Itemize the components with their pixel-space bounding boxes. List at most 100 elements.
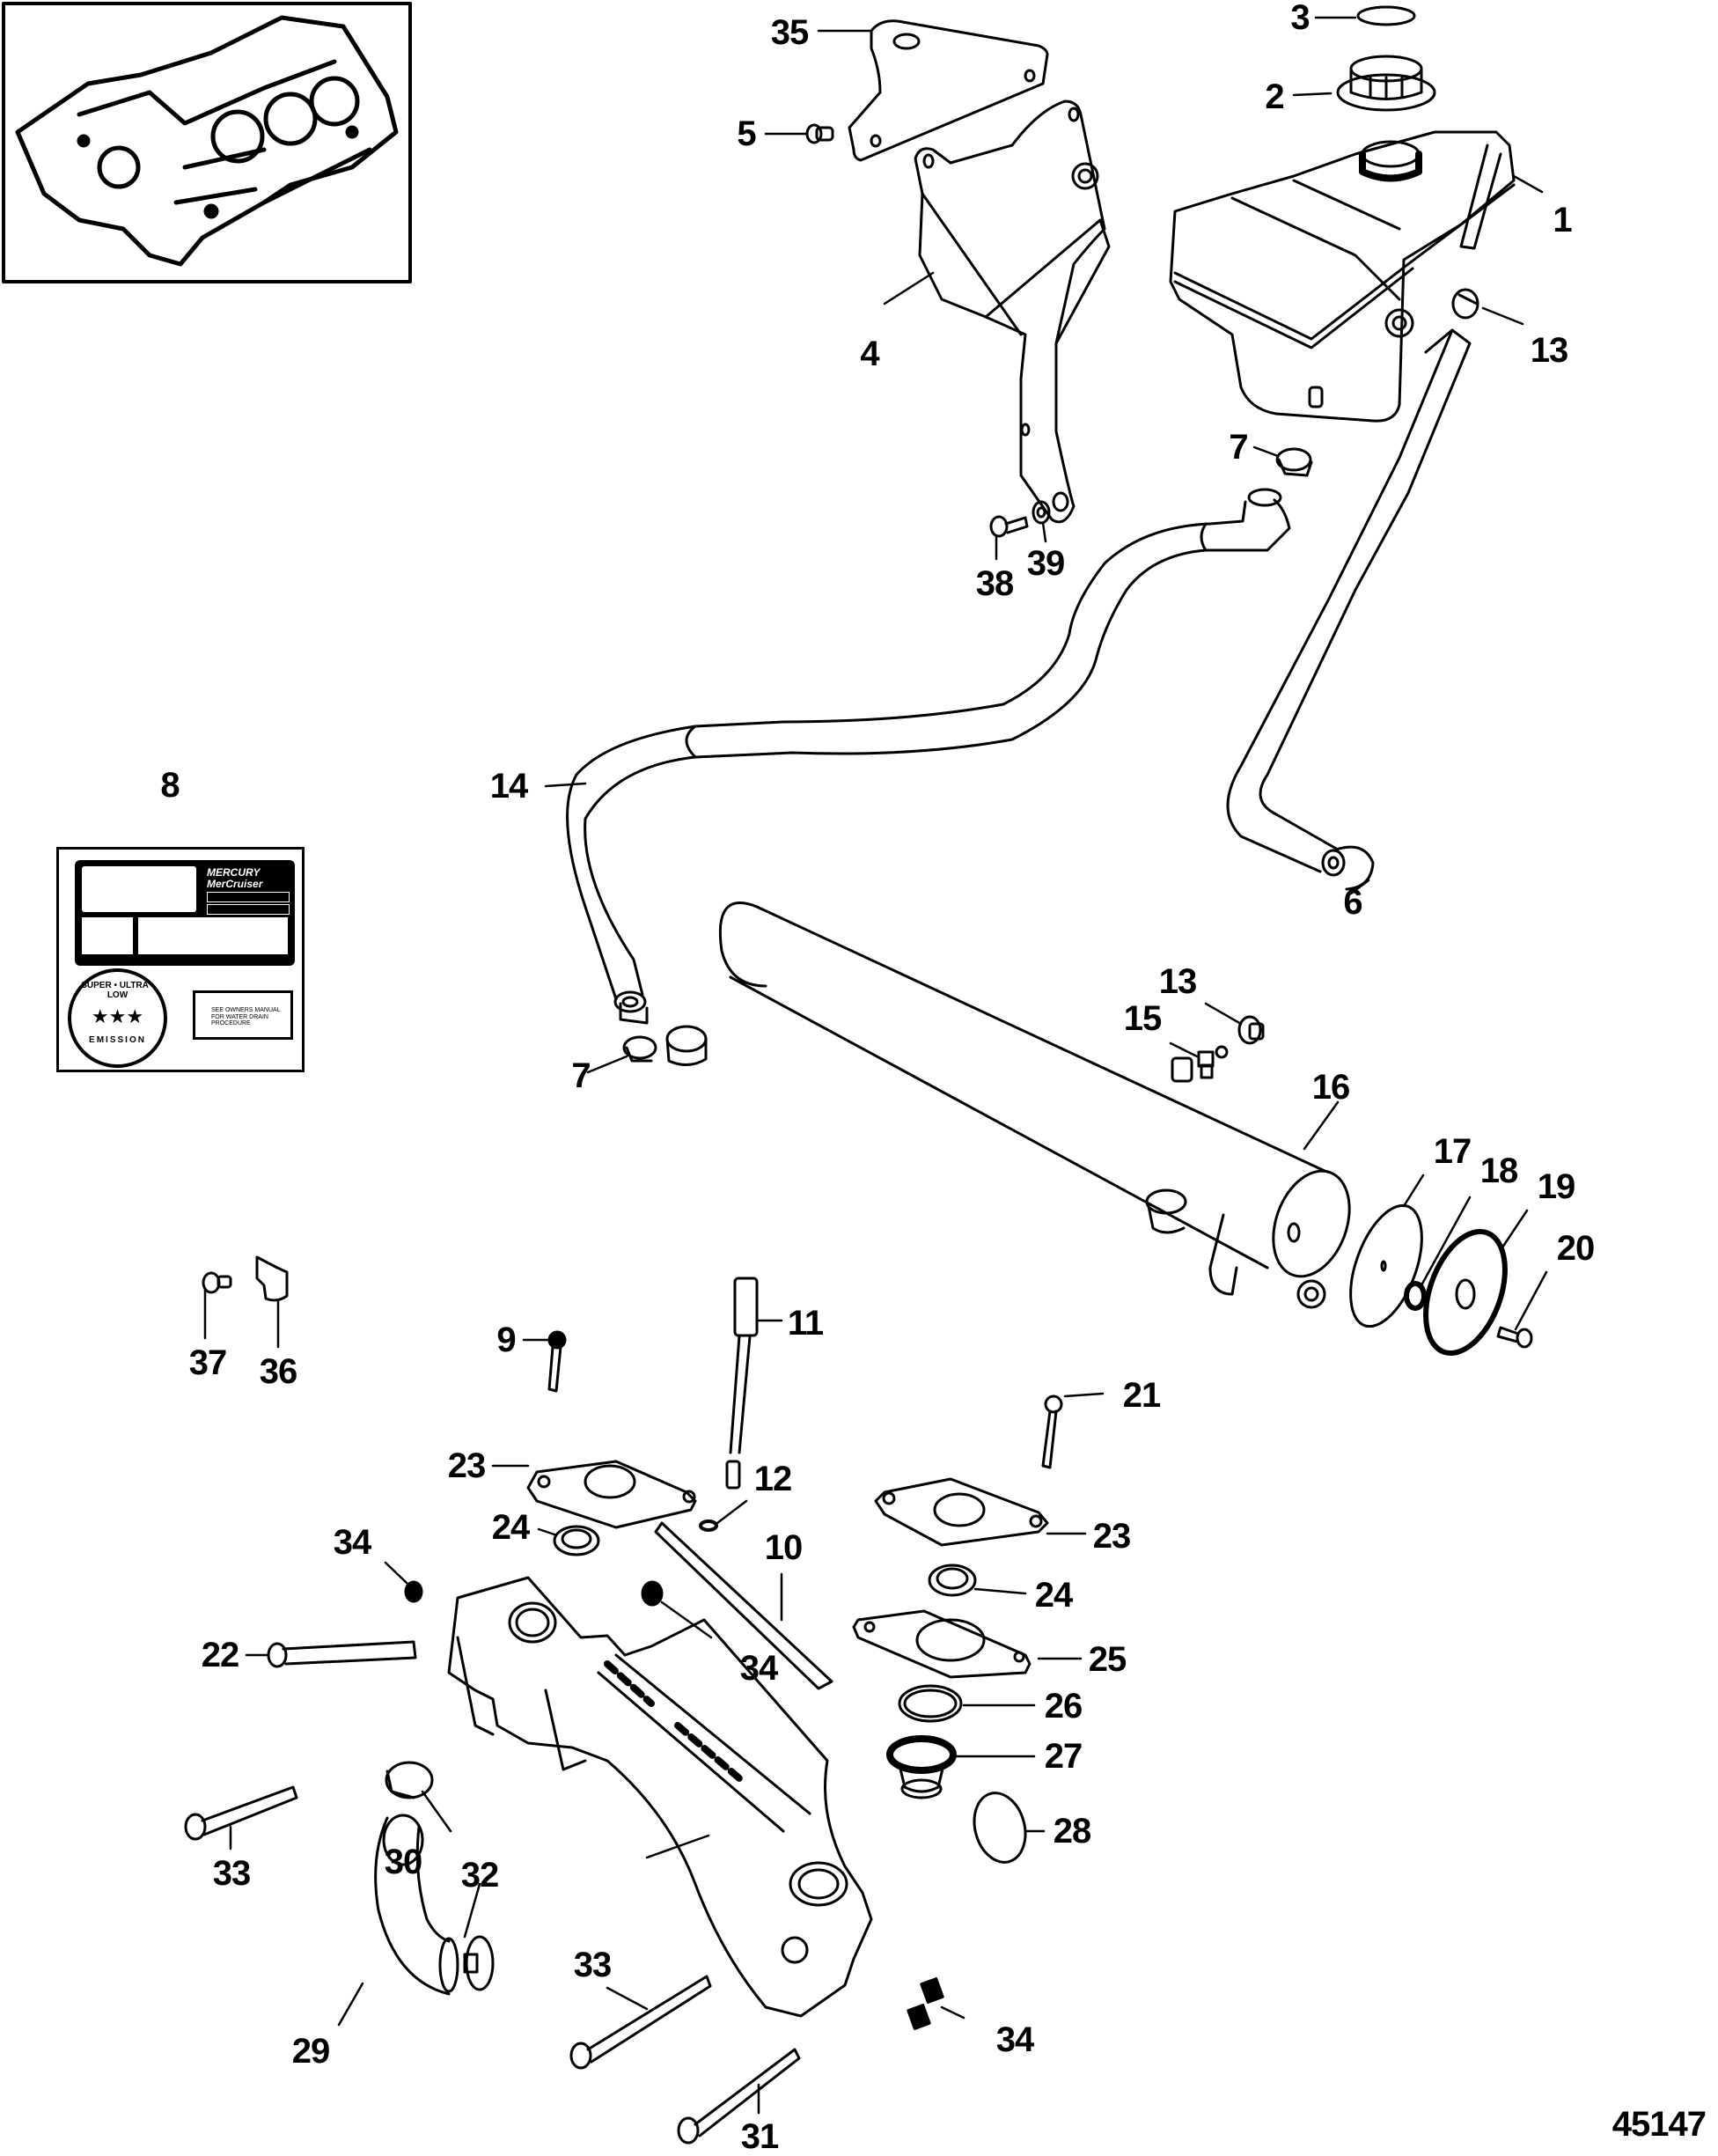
callout-14[interactable]: 14 [489,767,528,806]
part-10-gasket-strip[interactable] [654,1521,833,1690]
part-34-plug-lower[interactable] [907,1977,965,2030]
callout-33-left[interactable]: 33 [212,1854,251,1893]
part-29-hose[interactable] [337,1814,459,2027]
part-23-flange-right[interactable] [874,1477,1087,1547]
part-20-screw[interactable] [1496,1270,1548,1349]
part-2-reservoir-cap[interactable] [1292,55,1436,112]
callout-10[interactable]: 10 [764,1528,803,1567]
callout-8[interactable]: 8 [160,766,180,805]
part-7-hose-clamp-lower[interactable] [586,1035,657,1074]
callout-19[interactable]: 19 [1537,1167,1575,1206]
callout-17[interactable]: 17 [1433,1132,1472,1171]
part-11-temperature-sender[interactable] [725,1277,783,1490]
callout-7-upper[interactable]: 7 [1229,428,1248,467]
callout-24-left[interactable]: 24 [491,1508,530,1547]
part-4-reservoir-bracket[interactable] [883,99,1111,524]
part-38-screw[interactable] [989,515,1029,561]
decal-main-panel: MERCURY MerCruiser [75,860,295,966]
part-30-hose-clamp-lower[interactable] [463,1882,495,1991]
part-36-clip[interactable] [255,1255,289,1349]
part-15-elbow-fitting[interactable] [1169,1041,1229,1079]
callout-22[interactable]: 22 [201,1636,239,1674]
engine-locator-inset [2,2,412,283]
callout-24-right[interactable]: 24 [1034,1576,1073,1615]
callout-20[interactable]: 20 [1556,1229,1595,1268]
callout-31[interactable]: 31 [740,2117,779,2156]
part-5-bracket-screw[interactable] [764,123,834,144]
callout-13-lower[interactable]: 13 [1158,962,1197,1001]
part-1-coolant-reservoir[interactable] [1169,130,1544,423]
callout-36[interactable]: 36 [259,1352,297,1391]
callout-33-right[interactable]: 33 [573,1946,612,1984]
callout-32[interactable]: 32 [460,1856,499,1895]
emission-badge: SUPER • ULTRA • LOW ★★★ EMISSION [68,968,167,1068]
part-22-bolt[interactable] [245,1640,417,1668]
callout-15[interactable]: 15 [1123,999,1162,1038]
callout-12[interactable]: 12 [753,1460,792,1498]
callout-37[interactable]: 37 [188,1343,227,1382]
callout-34-lower[interactable]: 34 [995,2020,1034,2059]
part-18-washer[interactable] [1404,1196,1472,1311]
callout-21[interactable]: 21 [1122,1376,1161,1415]
decal-brand: MERCURY MerCruiser [207,866,263,891]
part-32-thermostat-housing-manifold[interactable] [447,1576,873,2018]
part-3-cap-seal[interactable] [1314,5,1416,26]
callout-11[interactable]: 11 [787,1304,824,1343]
part-39-washer[interactable] [1032,500,1051,543]
callout-23-left[interactable]: 23 [447,1446,486,1485]
part-9-screw[interactable] [522,1330,567,1393]
part-26-gasket[interactable] [898,1684,1036,1723]
callout-9[interactable]: 9 [496,1321,516,1359]
callout-5[interactable]: 5 [737,114,756,153]
callout-39[interactable]: 39 [1026,544,1065,583]
part-21-screw[interactable] [1041,1392,1105,1469]
part-14-hose[interactable] [544,488,1291,1013]
part-6-hose[interactable] [1226,328,1472,895]
part-13-hose-clamp-lower[interactable] [1204,1002,1265,1045]
part-34-plug-upper-left[interactable] [384,1561,423,1603]
callout-29[interactable]: 29 [291,2032,330,2071]
callout-3[interactable]: 3 [1290,0,1310,37]
figure-number: 45147 [1612,2105,1707,2144]
part-13-hose-clamp-upper[interactable] [1451,288,1524,326]
callout-30[interactable]: 30 [384,1843,422,1881]
engine-block-drawing [15,15,399,267]
callout-4[interactable]: 4 [860,335,879,373]
callout-26[interactable]: 26 [1044,1687,1083,1726]
part-33-bolt-right[interactable] [569,1975,712,2070]
part-23-flange-left[interactable] [491,1460,697,1529]
part-27-thermostat[interactable] [886,1735,1036,1799]
part-31-bolt[interactable] [677,2048,801,2145]
callout-35[interactable]: 35 [770,13,809,52]
callout-6[interactable]: 6 [1343,883,1362,922]
part-34-plug-middle[interactable] [641,1580,713,1639]
part-33-bolt-left[interactable] [184,1785,298,1851]
callout-7-lower[interactable]: 7 [571,1056,591,1095]
part-17-end-cap-gasket[interactable] [1336,1174,1435,1336]
callout-28[interactable]: 28 [1053,1812,1091,1851]
callout-25[interactable]: 25 [1088,1640,1127,1679]
part-12-o-ring[interactable] [699,1499,748,1532]
part-28-o-ring[interactable] [967,1787,1046,1868]
callout-23-right[interactable]: 23 [1092,1517,1131,1556]
part-24-seal-right[interactable] [928,1564,1027,1597]
callout-34-middle[interactable]: 34 [739,1649,778,1688]
part-25-thermostat-housing[interactable] [852,1609,1083,1679]
callout-34-upper-left[interactable]: 34 [333,1523,371,1562]
callout-16[interactable]: 16 [1311,1068,1350,1107]
part-8-decal-set[interactable]: MERCURY MerCruiser SUPER • ULTRA • LOW ★… [56,847,305,1072]
part-7-hose-clamp-upper[interactable] [1252,445,1313,477]
part-37-screw[interactable] [202,1271,232,1340]
callout-27[interactable]: 27 [1044,1737,1083,1776]
part-16-heat-exchanger[interactable] [619,901,1363,1309]
callout-13-upper[interactable]: 13 [1530,331,1568,370]
callout-1[interactable]: 1 [1553,201,1572,239]
part-35-support-bracket[interactable] [817,19,1049,162]
part-24-seal-left[interactable] [537,1525,600,1556]
callout-38[interactable]: 38 [975,564,1014,603]
callout-2[interactable]: 2 [1265,77,1284,116]
callout-18[interactable]: 18 [1479,1152,1518,1190]
part-19-end-cap[interactable] [1411,1209,1529,1364]
part-30-hose-clamp-upper[interactable] [385,1761,452,1833]
